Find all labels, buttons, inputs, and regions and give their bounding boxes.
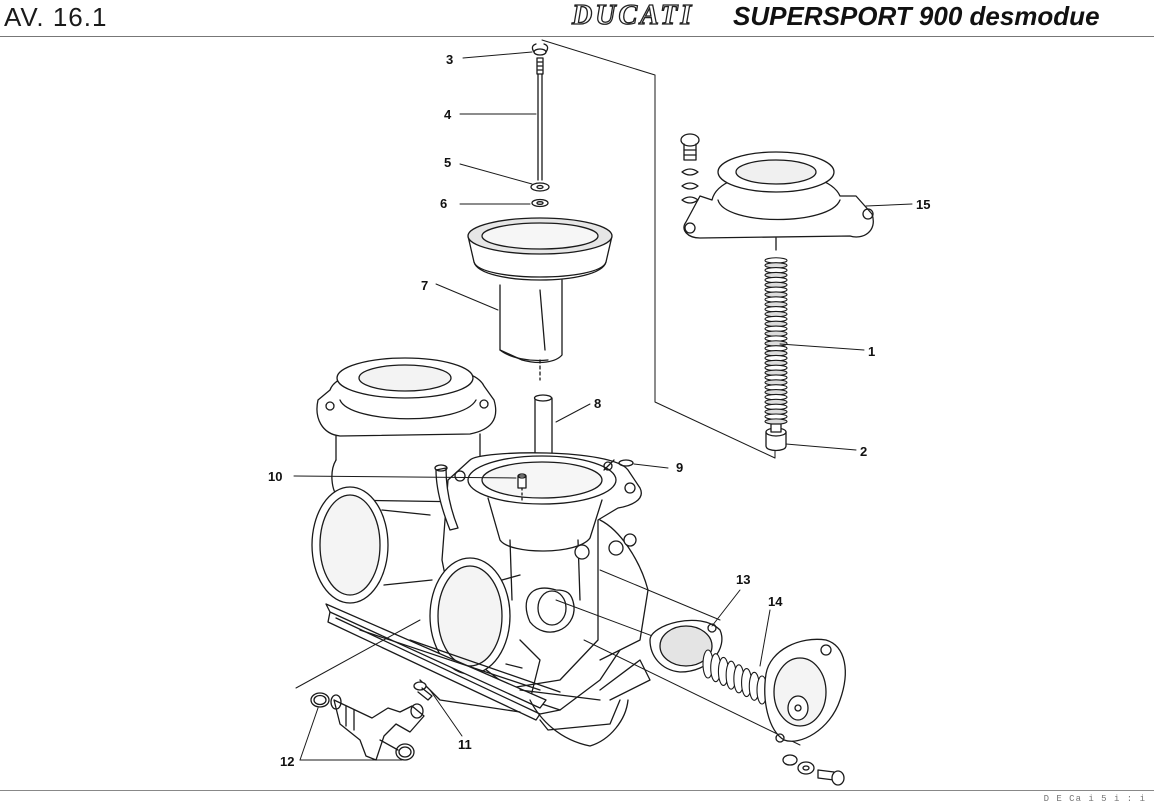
callout-13: 13 [736, 572, 750, 587]
part-cover-screw [680, 133, 700, 204]
callout-14: 14 [768, 594, 783, 609]
part-fitting-12 [310, 692, 425, 761]
part-washer-5 [530, 182, 550, 192]
part-washer-6 [531, 198, 549, 208]
header-rule [0, 36, 1154, 37]
callout-9: 9 [676, 460, 683, 475]
table-label: AV. 16.1 [4, 2, 108, 32]
callout-4: 4 [444, 107, 452, 122]
callout-8: 8 [594, 396, 601, 411]
frame-bottom-rule [0, 790, 1154, 791]
part-jet-needle [536, 57, 544, 181]
part-piston-diaphragm [467, 217, 613, 381]
callout-5: 5 [444, 155, 451, 170]
choke-link-tube [434, 464, 459, 531]
callout-7: 7 [421, 278, 428, 293]
part-spring-seat [765, 423, 787, 452]
footer-code: D E Ca i 5 i : i [1043, 794, 1146, 804]
callout-11: 11 [458, 737, 472, 752]
callout-15: 15 [916, 197, 930, 212]
part-oring-9 [618, 459, 634, 467]
front-intake-bell [429, 557, 523, 675]
part-chamber-cover [683, 151, 874, 251]
callout-2: 2 [860, 444, 867, 459]
part-screw-11 [413, 681, 433, 701]
brand-logo: DUCATI [571, 0, 695, 32]
carb-body-rear [316, 357, 497, 503]
part-pump-screw [782, 754, 845, 786]
rear-intake-bell [311, 486, 433, 604]
part-clip [531, 43, 549, 56]
part-spring [764, 257, 788, 425]
callout-12: 12 [280, 754, 294, 769]
callout-numbers: 3 4 5 6 7 8 9 10 11 12 13 14 15 1 2 [268, 52, 930, 769]
part-pump-cover [764, 638, 846, 743]
linkage-rails [325, 603, 651, 747]
callout-3: 3 [446, 52, 453, 67]
callout-1: 1 [868, 344, 875, 359]
model-title: SUPERSPORT 900 desmodue [733, 1, 1100, 31]
callout-leaders [293, 51, 913, 761]
callout-10: 10 [268, 469, 282, 484]
part-pump-spring [702, 649, 768, 705]
callout-6: 6 [440, 196, 447, 211]
part-pilot-jet [517, 473, 527, 501]
assembly-guide-line [541, 39, 776, 459]
